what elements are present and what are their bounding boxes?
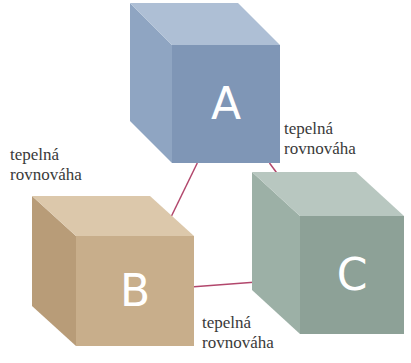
cube-faces bbox=[32, 196, 194, 346]
cube-face bbox=[252, 172, 404, 216]
cube-face bbox=[32, 196, 194, 236]
cube-letter: B bbox=[120, 269, 150, 313]
edge-label: tepelná rovnováha bbox=[8, 144, 84, 187]
cube-letter: C bbox=[337, 253, 368, 297]
cube: A bbox=[172, 45, 280, 163]
cube: B bbox=[76, 236, 194, 346]
edge-label: tepelná rovnováha bbox=[200, 312, 276, 355]
cube-faces bbox=[252, 172, 404, 334]
cube-faces bbox=[130, 3, 280, 163]
cube-letter: A bbox=[211, 82, 241, 126]
edge-label: tepelná rovnováha bbox=[282, 118, 358, 161]
cube-face bbox=[130, 3, 280, 45]
cube: C bbox=[300, 216, 404, 334]
